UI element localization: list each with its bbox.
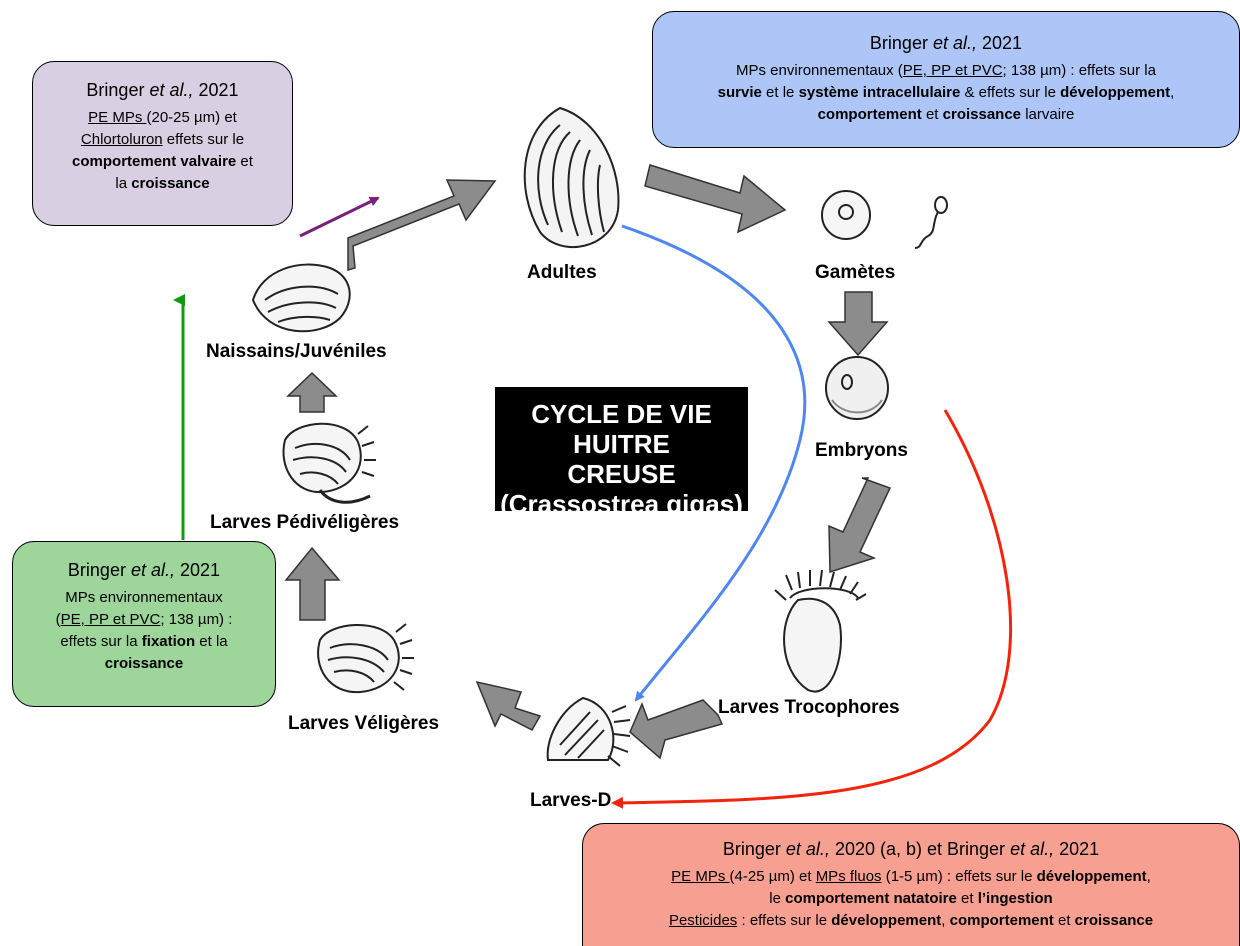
blue-effect-arrow	[621, 224, 807, 702]
green-box-text: MPs environnementaux (PE, PP et PVC; 138…	[55, 589, 233, 672]
stage-label-larves-d: Larves-D	[530, 790, 612, 811]
title-line-3: CREUSE	[567, 459, 676, 489]
stage-label-gametes: Gamètes	[815, 262, 896, 283]
stage-label-pediveligeres: Larves Pédivéligères	[210, 512, 400, 533]
center-title-block: CYCLE DE VIE HUITRE CREUSE (Crassostrea …	[495, 387, 748, 511]
purple-box-heading: Bringer et al., 2021	[86, 80, 239, 100]
red-effect-arrow	[611, 409, 1013, 809]
embryo-icon	[825, 356, 889, 420]
title-line-1: CYCLE DE VIE	[531, 399, 712, 429]
green-box-heading: Bringer et al., 2021	[67, 560, 221, 580]
purple-box-text: PE MPs (20-25 µm) et Chlortoluron effets…	[72, 109, 253, 192]
arrow-larvesd-to-veligeres	[475, 680, 542, 731]
title-line-4: (Crassostrea gigas)	[500, 489, 743, 511]
red-reference-box: Bringer et al., 2020 (a, b) et Bringer e…	[582, 823, 1240, 946]
arrow-veligeres-to-pediveligeres	[284, 546, 341, 621]
purple-effect-arrow	[299, 196, 380, 238]
arrow-naissains-to-adultes	[347, 179, 497, 271]
green-reference-box: Bringer et al., 2021 MPs environnementau…	[12, 541, 276, 707]
stage-label-naissains: Naissains/Juvéniles	[206, 341, 387, 362]
stage-label-veligeres: Larves Véligères	[288, 713, 440, 734]
arrow-embryons-to-trocophores	[828, 477, 892, 574]
gametes-icon	[821, 190, 948, 249]
arrow-trocophores-to-larvesd	[629, 699, 724, 760]
purple-reference-box: Bringer et al., 2021 PE MPs (20-25 µm) e…	[32, 61, 293, 226]
stage-label-adultes: Adultes	[527, 262, 597, 283]
stage-label-embryons: Embryons	[815, 440, 908, 461]
stage-arrows	[284, 164, 892, 760]
blue-box-heading: Bringer et al., 2021	[869, 33, 1023, 53]
pediveliger-icon	[282, 422, 376, 504]
juvenile-icon	[251, 263, 351, 333]
adult-oyster-icon	[523, 106, 620, 248]
veliger-icon	[317, 623, 414, 694]
blue-box-text: MPs environnementaux (PE, PP et PVC; 138…	[717, 62, 1175, 123]
arrow-adultes-to-gametes	[644, 164, 787, 234]
arrow-gametes-to-embryons	[827, 291, 889, 357]
stage-label-trocophores: Larves Trocophores	[718, 697, 900, 718]
blue-reference-box: Bringer et al., 2021 MPs environnementau…	[652, 11, 1240, 148]
arrow-pediveligeres-to-naissains	[286, 371, 338, 413]
d-larva-icon	[546, 696, 631, 767]
title-line-2: HUITRE	[573, 429, 670, 459]
red-box-text: PE MPs (4-25 µm) et MPs fluos (1-5 µm) :…	[668, 868, 1154, 929]
trocophore-icon	[774, 569, 867, 693]
red-box-heading: Bringer et al., 2020 (a, b) et Bringer e…	[722, 839, 1100, 859]
